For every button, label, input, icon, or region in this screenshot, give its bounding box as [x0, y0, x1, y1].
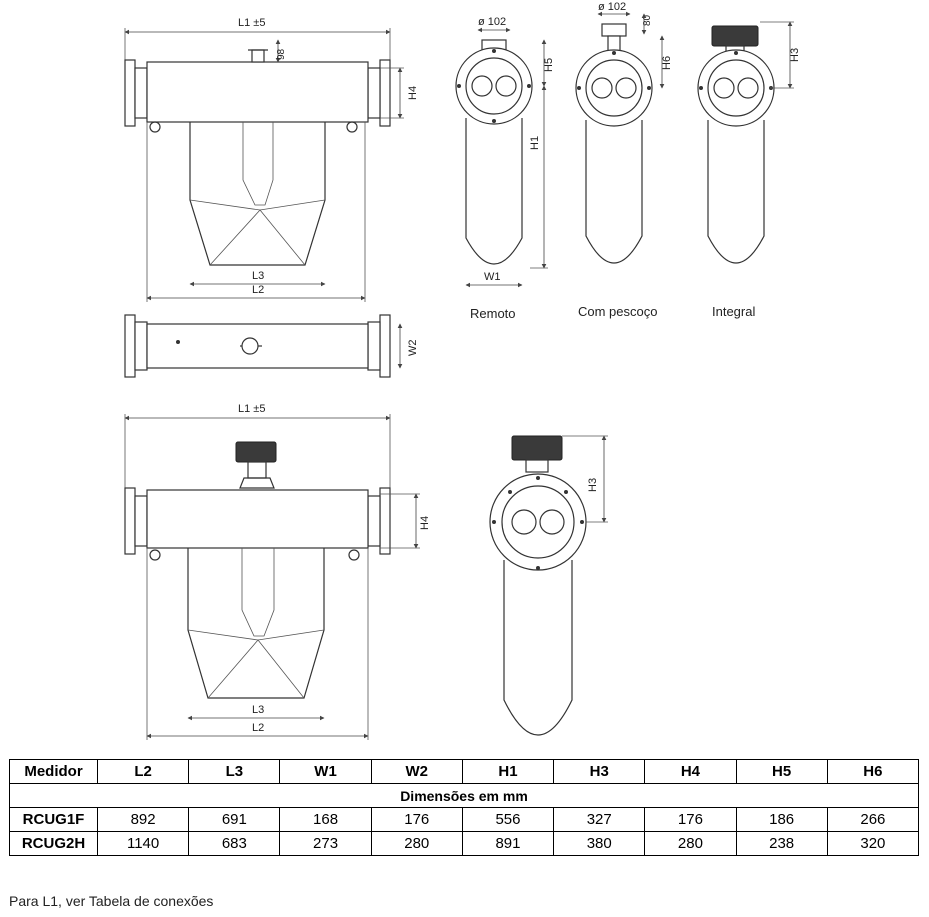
cell-l3: 691 — [188, 807, 281, 832]
dim-h5: H5 — [543, 58, 555, 72]
cell-l2: 892 — [96, 807, 190, 832]
cell-h4: 280 — [644, 831, 737, 856]
header-medidor: Medidor — [9, 759, 98, 784]
dim-h4-top: H4 — [407, 86, 419, 100]
footnote: Para L1, ver Tabela de conexões — [9, 893, 214, 909]
dim-l3-top: L3 — [252, 270, 264, 282]
table-header-row: Medidor L2 L3 W1 W2 H1 H3 H4 H5 H6 — [9, 759, 920, 784]
dim-diameter-102-b: ø 102 — [598, 1, 626, 13]
cell-h6: 266 — [826, 807, 920, 832]
front-view-remote: L1 ±5 98 H4 L3 L2 — [124, 17, 419, 302]
dim-h4-bottom: H4 — [419, 516, 431, 530]
cell-h6: 320 — [826, 831, 920, 856]
dim-l1-top: L1 ±5 — [238, 17, 265, 29]
dim-h3-top: H3 — [789, 48, 801, 62]
cell-h1: 556 — [461, 807, 555, 832]
dim-w2: W2 — [407, 340, 419, 357]
dim-h3-bottom: H3 — [587, 478, 599, 492]
header-h6: H6 — [826, 759, 920, 784]
dim-98: 98 — [276, 48, 287, 60]
header-w1: W1 — [279, 759, 372, 784]
table-unit-row: Dimensões em mm — [9, 783, 919, 808]
side-view-neck: ø 102 80 H6 Com pescoço — [575, 1, 673, 319]
cell-h1: 891 — [461, 831, 555, 856]
dimensions-table: Medidor L2 L3 W1 W2 H1 H3 H4 H5 H6 Dimen… — [9, 759, 920, 856]
caption-neck: Com pescoço — [578, 304, 657, 319]
technical-drawing: L1 ±5 98 H4 L3 L2 — [124, 1, 801, 740]
cell-h3: 380 — [553, 831, 646, 856]
cell-h5: 186 — [735, 807, 828, 832]
cell-model: RCUG2H — [9, 831, 98, 856]
cell-h4: 176 — [644, 807, 737, 832]
header-h4: H4 — [644, 759, 737, 784]
cell-h5: 238 — [735, 831, 828, 856]
cell-w2: 280 — [370, 831, 463, 856]
header-h1: H1 — [461, 759, 555, 784]
caption-integral: Integral — [712, 304, 755, 319]
cell-l2: 1140 — [96, 831, 190, 856]
dim-l2-bottom: L2 — [252, 722, 264, 734]
header-l2: L2 — [96, 759, 190, 784]
dim-diameter-102-a: ø 102 — [478, 16, 506, 28]
cell-l3: 683 — [188, 831, 281, 856]
caption-remote: Remoto — [470, 306, 516, 321]
unit-label: Dimensões em mm — [9, 783, 919, 808]
table-row: RCUG2H 1140 683 273 280 891 380 280 238 … — [9, 831, 920, 856]
plan-view: W2 — [124, 314, 419, 378]
side-view-integral-large: H3 — [489, 435, 608, 736]
cell-w1: 273 — [279, 831, 372, 856]
header-w2: W2 — [370, 759, 463, 784]
dim-w1: W1 — [484, 271, 501, 283]
dim-h1: H1 — [529, 136, 541, 150]
header-h5: H5 — [735, 759, 828, 784]
cell-h3: 327 — [553, 807, 646, 832]
cell-w1: 168 — [279, 807, 372, 832]
dim-l1-bottom: L1 ±5 — [238, 403, 265, 415]
front-view-integral: L1 ±5 H4 L3 L2 — [124, 403, 431, 740]
side-view-remote: ø 102 H5 H1 W1 Remoto — [455, 16, 555, 321]
side-view-integral: H3 Integral — [697, 21, 801, 319]
dim-l2-top: L2 — [252, 284, 264, 296]
table-row: RCUG1F 892 691 168 176 556 327 176 186 2… — [9, 807, 920, 832]
header-l3: L3 — [188, 759, 281, 784]
dim-80: 80 — [642, 14, 653, 26]
dim-l3-bottom: L3 — [252, 704, 264, 716]
header-h3: H3 — [553, 759, 646, 784]
cell-model: RCUG1F — [9, 807, 98, 832]
cell-w2: 176 — [370, 807, 463, 832]
dim-h6: H6 — [661, 56, 673, 70]
